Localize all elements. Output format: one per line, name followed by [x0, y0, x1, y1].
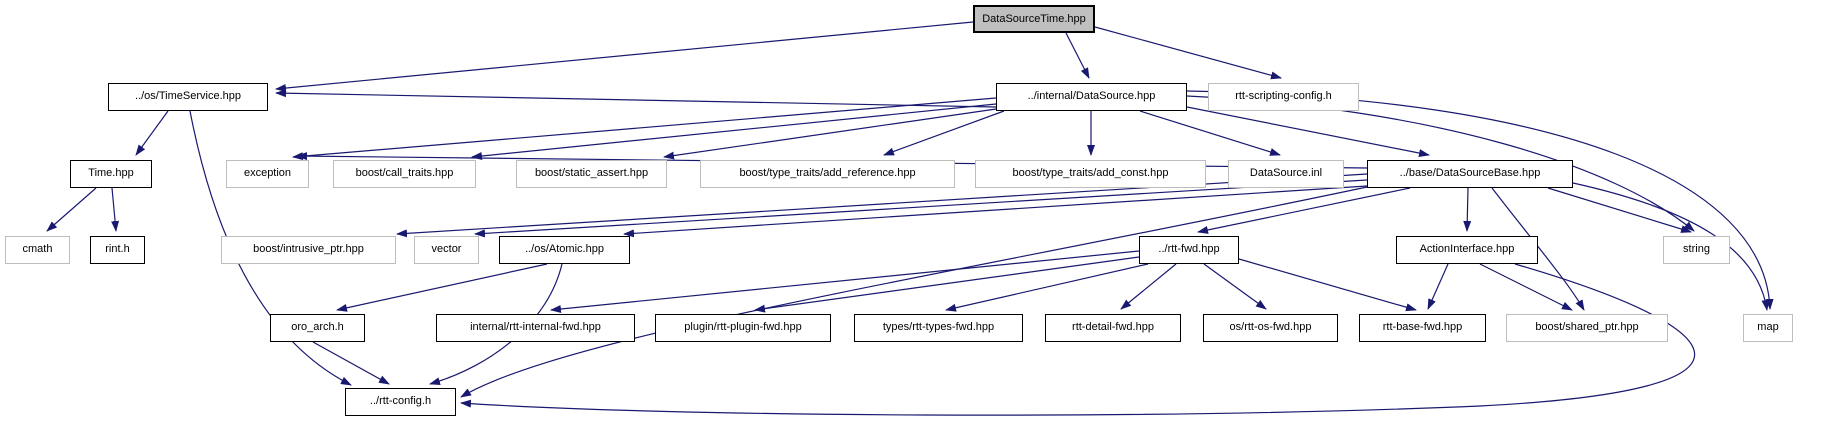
edge-actioninterface-to-rttconfig	[460, 263, 1695, 416]
edge-timeservice-to-time	[135, 110, 169, 156]
edge-oroarch-to-rttconfig	[312, 341, 390, 385]
edge-actioninterface-to-sharedptr	[1479, 263, 1573, 311]
graph-node-datasourcebase[interactable]: ../base/DataSourceBase.hpp	[1367, 160, 1573, 188]
edge-datasource-to-datasourcebase	[1186, 106, 1430, 157]
edge-timeservice-to-rttconfig	[189, 110, 352, 386]
edge-actioninterface-to-basefwd	[1427, 263, 1449, 310]
edge-rttfwd-to-pluginfwd	[754, 256, 1140, 313]
edge-time-to-rint	[111, 187, 120, 232]
edge-datasourcebase-to-sharedptr	[1491, 187, 1585, 311]
edge-datasource-to-datasourceinl	[1139, 110, 1281, 156]
graph-node-exception: exception	[226, 160, 309, 188]
graph-node-oroarch[interactable]: oro_arch.h	[270, 314, 365, 342]
edge-datasourcebase-to-atomic	[623, 185, 1368, 238]
edge-rttfwd-to-detailfwd	[1120, 263, 1177, 310]
edge-datasourcebase-to-string	[1547, 187, 1692, 233]
graph-node-internalfwd[interactable]: internal/rtt-internal-fwd.hpp	[436, 314, 635, 342]
edge-datasourcebase-to-map	[1572, 182, 1770, 311]
edge-datasourcetime-to-scriptingconfig	[1094, 26, 1282, 80]
edge-datasource-to-calltraits	[471, 103, 997, 160]
graph-node-osfwd[interactable]: os/rtt-os-fwd.hpp	[1203, 314, 1338, 342]
edge-datasourcebase-to-rttfwd	[1197, 187, 1411, 234]
graph-node-time[interactable]: Time.hpp	[70, 160, 152, 188]
edge-datasource-to-addreference	[883, 110, 1005, 156]
graph-node-timeservice[interactable]: ../os/TimeService.hpp	[108, 83, 268, 111]
edge-datasourcetime-to-datasource	[1065, 32, 1090, 79]
graph-node-rttconfig[interactable]: ../rtt-config.h	[345, 388, 456, 416]
graph-node-rint[interactable]: rint.h	[90, 236, 145, 264]
graph-node-sharedptr: boost/shared_ptr.hpp	[1506, 314, 1668, 342]
graph-node-pluginfwd[interactable]: plugin/rtt-plugin-fwd.hpp	[655, 314, 831, 342]
graph-node-addconst: boost/type_traits/add_const.hpp	[975, 160, 1206, 188]
graph-node-datasource[interactable]: ../internal/DataSource.hpp	[996, 83, 1187, 111]
edge-rttfwd-to-typesfwd	[945, 263, 1149, 312]
graph-node-typesfwd[interactable]: types/rtt-types-fwd.hpp	[854, 314, 1023, 342]
graph-node-staticassert: boost/static_assert.hpp	[516, 160, 667, 188]
edge-datasourcetime-to-timeservice	[275, 21, 974, 93]
graph-node-cmath: cmath	[5, 236, 70, 264]
edge-datasource-to-map	[1186, 90, 1774, 310]
edge-datasource-to-staticassert	[663, 108, 997, 160]
graph-node-datasourceinl: DataSource.inl	[1228, 160, 1344, 188]
edge-datasourcebase-to-rttconfig	[460, 186, 1368, 398]
graph-node-string: string	[1663, 236, 1730, 264]
graph-node-rttfwd[interactable]: ../rtt-fwd.hpp	[1139, 236, 1239, 264]
graph-node-addreference: boost/type_traits/add_reference.hpp	[700, 160, 955, 188]
graph-node-vector: vector	[414, 236, 479, 264]
graph-node-calltraits: boost/call_traits.hpp	[333, 160, 476, 188]
edge-time-to-cmath	[46, 187, 97, 232]
edge-rttfwd-to-internalfwd	[550, 250, 1140, 313]
graph-node-intrusiveptr: boost/intrusive_ptr.hpp	[221, 236, 396, 264]
graph-node-map: map	[1743, 314, 1793, 342]
edge-datasource-to-exception	[292, 97, 997, 161]
graph-node-basefwd[interactable]: rtt-base-fwd.hpp	[1359, 314, 1486, 342]
edge-atomic-to-oroarch	[336, 263, 548, 312]
edge-datasource-to-timeservice	[275, 89, 997, 108]
edge-rttfwd-to-basefwd	[1238, 258, 1417, 312]
graph-node-actioninterface[interactable]: ActionInterface.hpp	[1396, 236, 1538, 264]
graph-node-detailfwd[interactable]: rtt-detail-fwd.hpp	[1045, 314, 1181, 342]
graph-node-atomic[interactable]: ../os/Atomic.hpp	[499, 236, 630, 264]
graph-node-datasourcetime: DataSourceTime.hpp	[973, 5, 1095, 33]
edge-datasourcebase-to-actioninterface	[1463, 187, 1472, 232]
edge-rttfwd-to-osfwd	[1203, 263, 1267, 310]
graph-node-scriptingconfig: rtt-scripting-config.h	[1208, 83, 1359, 111]
edge-datasourcebase-to-vector	[474, 179, 1368, 238]
